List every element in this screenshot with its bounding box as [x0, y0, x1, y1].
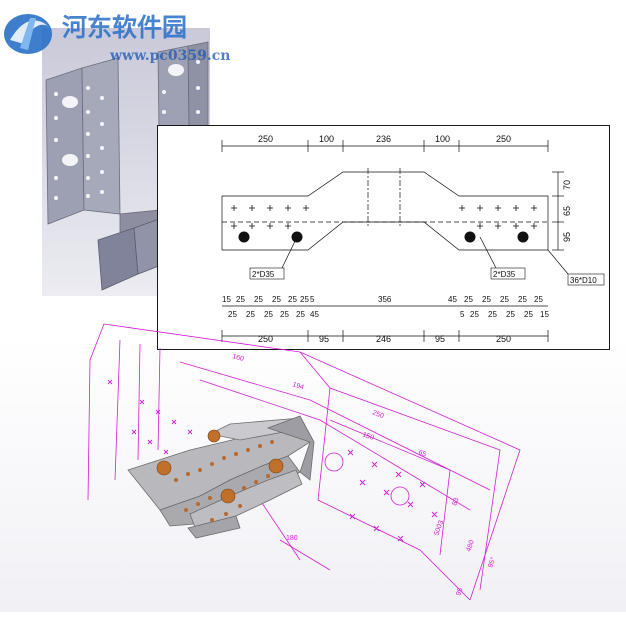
svg-text:25: 25: [264, 310, 273, 319]
svg-text:25: 25: [500, 295, 509, 304]
model-3d-view: 194 250 150 65 83 5003 480 95° 95 160 18…: [0, 300, 626, 612]
svg-text:15: 15: [540, 310, 549, 319]
logo-icon: [4, 14, 52, 54]
svg-text:25: 25: [236, 295, 245, 304]
bottom-dim-3: 246: [376, 334, 391, 344]
svg-text:45: 45: [310, 310, 319, 319]
top-dim-4: 100: [435, 134, 450, 144]
svg-text:25: 25: [300, 295, 309, 304]
model-label-5: 83: [451, 497, 460, 507]
bottom-dim-4: 95: [435, 334, 445, 344]
watermark-brand: 河东软件园: [62, 13, 187, 42]
svg-text:5: 5: [460, 310, 465, 319]
svg-text:25: 25: [506, 310, 515, 319]
model-label-10: 160: [231, 353, 244, 363]
watermark-url: www.pc0359.cn: [109, 48, 230, 64]
bolt-callout-left: 2*D35: [252, 270, 275, 279]
svg-text:25: 25: [280, 310, 289, 319]
shop-drawing-panel: 250 100 236 100 250 70 65 95 2*D35 2*D35…: [157, 125, 610, 350]
model-label-8: 95°: [486, 556, 497, 569]
svg-text:25: 25: [288, 295, 297, 304]
bolt-callout-right: 2*D35: [493, 270, 516, 279]
model-label-3: 150: [361, 431, 374, 442]
model-label-7: 480: [465, 539, 476, 552]
right-dim-2: 65: [562, 206, 572, 216]
svg-text:25: 25: [482, 295, 491, 304]
row-dims-top: 15 25 25 25 25 25 5 356 45 25 25 25 25 2…: [222, 295, 543, 304]
svg-text:25: 25: [296, 310, 305, 319]
svg-text:25: 25: [246, 310, 255, 319]
bottom-dim-2: 95: [319, 334, 329, 344]
top-dim-5: 250: [496, 134, 511, 144]
model-label-9: 95: [455, 587, 464, 597]
model-label-4: 65: [417, 449, 427, 458]
svg-text:25: 25: [534, 295, 543, 304]
svg-text:25: 25: [272, 295, 281, 304]
right-dim-3: 95: [562, 232, 572, 242]
watermark-logo: 河东软件园 www.pc0359.cn: [0, 0, 240, 70]
svg-text:25: 25: [464, 295, 473, 304]
svg-text:25: 25: [228, 310, 237, 319]
svg-text:5: 5: [310, 295, 315, 304]
model-label-2: 250: [371, 409, 385, 420]
top-dim-2: 100: [319, 134, 334, 144]
model-label-11: 180: [286, 535, 298, 542]
holes-callout: 36*D10: [570, 276, 597, 285]
top-dim-1: 250: [258, 134, 273, 144]
model-label-6: 5003: [433, 520, 445, 537]
right-dim-1: 70: [562, 180, 572, 190]
row-dims-bottom: 25 25 25 25 25 45 5 25 25 25 25 15: [228, 310, 549, 319]
svg-text:356: 356: [378, 295, 392, 304]
model-label-1: 194: [291, 381, 304, 391]
svg-text:25: 25: [518, 295, 527, 304]
top-dim-3: 236: [376, 134, 391, 144]
bottom-dim-5: 250: [496, 334, 511, 344]
svg-text:25: 25: [254, 295, 263, 304]
svg-text:45: 45: [448, 295, 457, 304]
svg-text:25: 25: [470, 310, 479, 319]
svg-text:15: 15: [222, 295, 231, 304]
svg-text:25: 25: [524, 310, 533, 319]
bottom-dim-1: 250: [258, 334, 273, 344]
svg-text:25: 25: [488, 310, 497, 319]
